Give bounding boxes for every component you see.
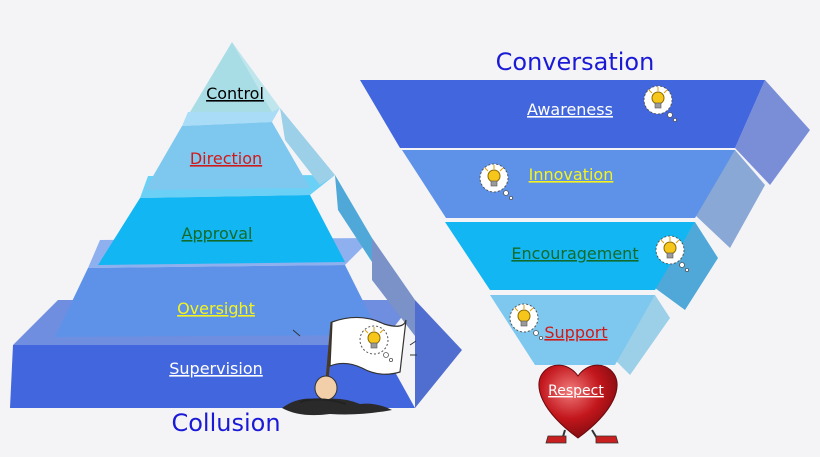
heart-label-respect: Respect (548, 383, 604, 399)
left-pyramid: Control Direction Approval Oversight Sup… (10, 42, 462, 437)
left-level-direction (145, 108, 335, 190)
right-pyramid: Conversation Awareness Innovation Encour… (360, 48, 810, 375)
right-level-encouragement (445, 222, 718, 310)
right-title: Conversation (496, 48, 655, 76)
white-flag-illustration (282, 316, 417, 416)
left-label-approval: Approval (182, 224, 253, 243)
right-label-awareness: Awareness (527, 100, 613, 119)
heart-respect: Respect (538, 364, 619, 444)
right-label-encouragement: Encouragement (511, 244, 638, 263)
left-level-control (190, 42, 280, 112)
left-title: Collusion (171, 409, 280, 437)
right-label-support: Support (544, 323, 607, 342)
left-label-supervision: Supervision (169, 359, 263, 378)
left-label-control: Control (206, 84, 264, 103)
left-label-oversight: Oversight (177, 299, 255, 318)
left-label-direction: Direction (190, 149, 262, 168)
right-label-innovation: Innovation (529, 165, 614, 184)
